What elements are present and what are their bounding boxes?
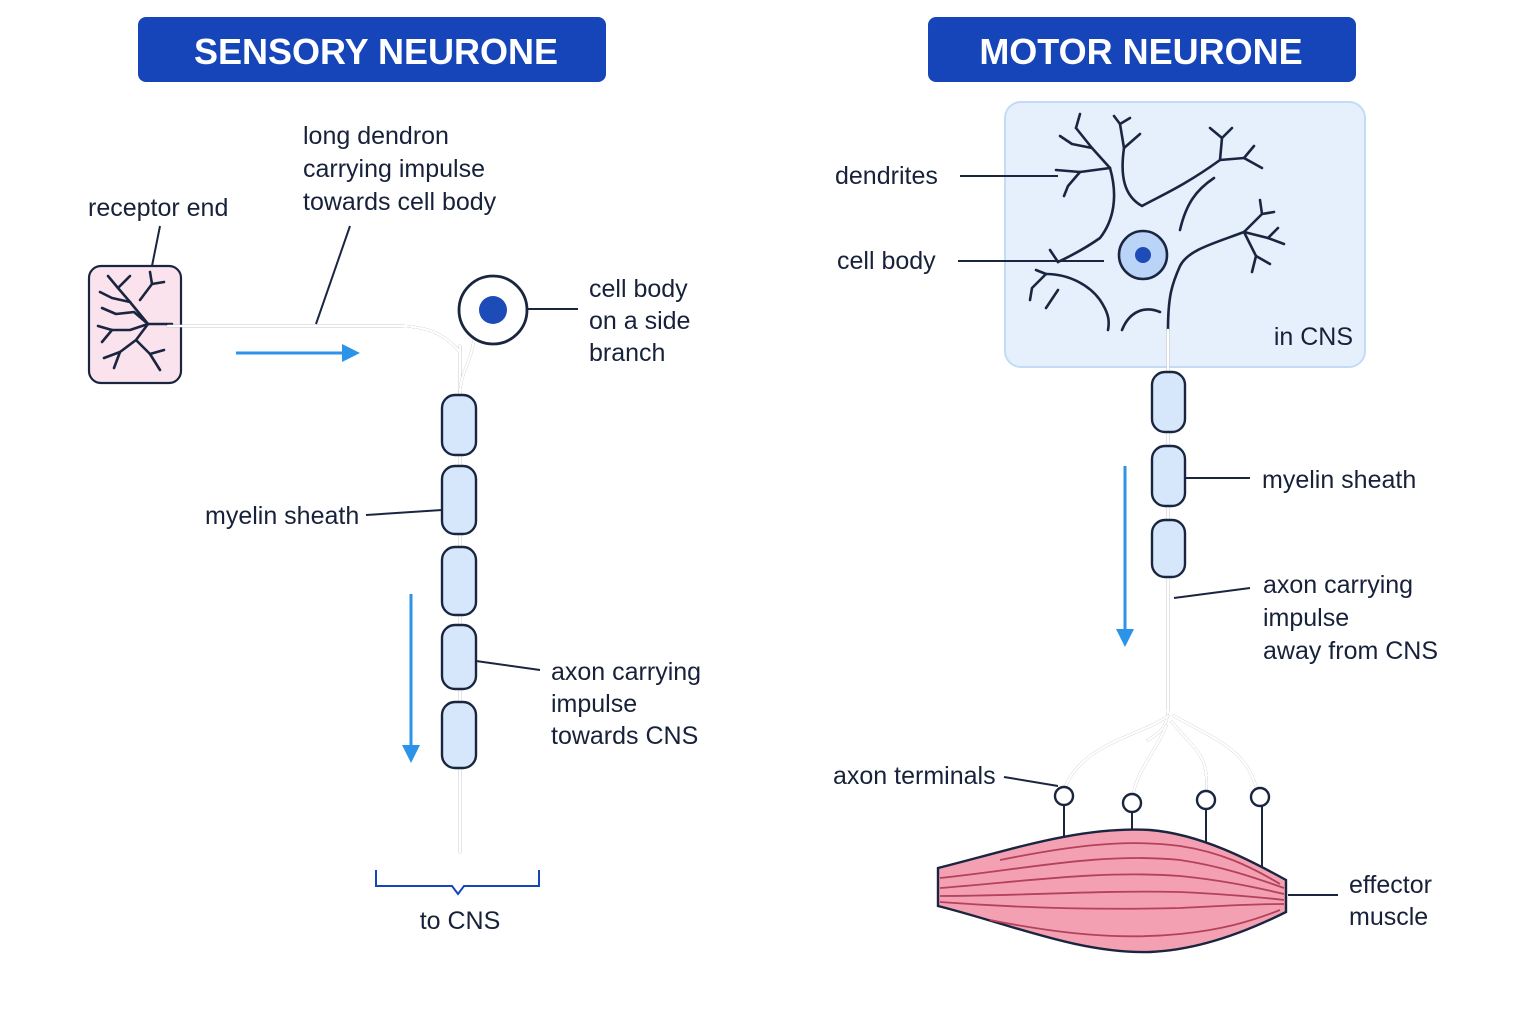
label-motor-axon-line1: axon carrying	[1263, 571, 1413, 599]
motor-axon	[1146, 328, 1170, 742]
synaptic-knob	[1053, 785, 1075, 807]
sensory-myelin-segment	[440, 545, 478, 617]
motor-myelin-segment	[1150, 444, 1187, 508]
cns-region	[1004, 101, 1366, 368]
label-sensory-cell-body-line3: branch	[589, 339, 665, 367]
sensory-myelin-segment	[440, 623, 478, 691]
sensory-title-banner: SENSORY NEURONE	[138, 17, 606, 82]
label-axon-terminals: axon terminals	[833, 762, 996, 790]
receptor-end	[87, 264, 183, 385]
motor-myelin-segment	[1150, 370, 1187, 434]
motor-cell-body	[1044, 146, 1246, 332]
label-dendron-line3: towards cell body	[303, 188, 497, 216]
label-sensory-axon-line2: impulse	[551, 690, 637, 718]
sensory-nerve-fibre	[166, 324, 476, 854]
motor-title-banner: MOTOR NEURONE	[928, 17, 1356, 82]
label-motor-axon-line2: impulse	[1263, 604, 1349, 632]
to-cns-brace	[375, 870, 540, 896]
receptor-branches	[96, 270, 174, 372]
sensory-myelin-segment	[440, 700, 478, 770]
motor-neurone-panel: MOTOR NEURONE	[833, 17, 1438, 954]
label-sensory-axon-line3: towards CNS	[551, 722, 698, 750]
leader-sensory-axon	[475, 660, 541, 671]
label-motor-myelin: myelin sheath	[1262, 466, 1416, 494]
label-sensory-cell-body-line1: cell body	[589, 275, 688, 303]
sensory-myelin-segment	[440, 464, 478, 536]
motor-axon-terminals	[1053, 714, 1271, 872]
leader-receptor-end	[151, 225, 161, 267]
label-sensory-myelin: myelin sheath	[205, 502, 359, 530]
motor-nucleus	[1135, 247, 1151, 263]
label-motor-axon-line3: away from CNS	[1263, 637, 1438, 665]
label-sensory-cell-body-line2: on a side	[589, 307, 690, 335]
sensory-cell-body	[457, 274, 529, 346]
label-dendrites: dendrites	[835, 162, 938, 190]
label-motor-cell-body: cell body	[837, 247, 936, 275]
motor-impulse-arrow-down	[1116, 466, 1134, 647]
label-in-cns: in CNS	[1274, 323, 1353, 351]
motor-myelin-segment	[1150, 518, 1187, 579]
label-effector-line1: effector	[1349, 871, 1432, 899]
sensory-title: SENSORY NEURONE	[194, 31, 558, 72]
label-dendron-line2: carrying impulse	[303, 155, 485, 183]
sensory-impulse-arrow-down	[402, 594, 420, 763]
label-dendron-line1: long dendron	[303, 122, 449, 150]
synaptic-knob	[1195, 789, 1217, 811]
sensory-neurone-panel: SENSORY NEURONE	[87, 17, 701, 935]
motor-myelin-sheath	[1150, 370, 1187, 579]
sensory-impulse-arrow-right	[236, 344, 360, 362]
sensory-myelin-sheath	[440, 393, 478, 770]
motor-title: MOTOR NEURONE	[979, 31, 1302, 72]
leader-sensory-myelin	[365, 509, 443, 516]
label-to-cns: to CNS	[420, 907, 501, 935]
label-receptor-end: receptor end	[88, 194, 228, 222]
label-sensory-axon-line1: axon carrying	[551, 658, 701, 686]
leader-motor-axon	[1173, 587, 1251, 599]
synaptic-knob	[1121, 792, 1143, 814]
leader-axon-terminals	[1003, 776, 1059, 787]
leader-dendron	[315, 225, 351, 325]
sensory-nucleus	[479, 296, 507, 324]
synaptic-knob	[1249, 786, 1271, 808]
effector-muscle	[936, 828, 1288, 954]
label-effector-line2: muscle	[1349, 903, 1428, 931]
sensory-myelin-segment	[440, 393, 478, 457]
